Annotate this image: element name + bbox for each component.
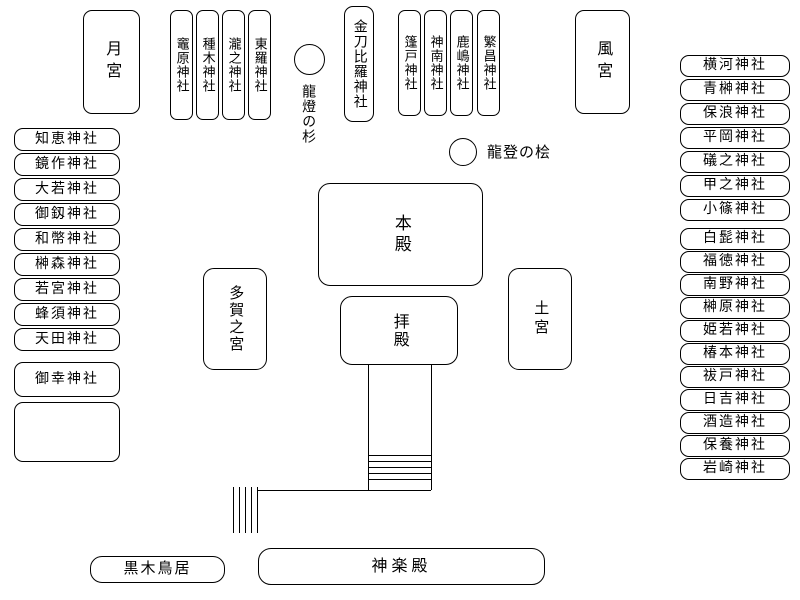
- building-tsuchinomiya: 土宮: [508, 268, 572, 370]
- shrine-box: 榊原神社: [680, 297, 790, 319]
- building-tsukinomiya: 月宮: [83, 10, 140, 114]
- shrine-box: 竈原神社: [170, 10, 193, 120]
- building-honden: 本殿: [318, 183, 483, 286]
- shrine-box: 保浪神社: [680, 103, 790, 125]
- shrine-box: 蜂須神社: [14, 303, 120, 326]
- building-haiden: 拝殿: [340, 296, 458, 365]
- shrine-box: 酒造神社: [680, 412, 790, 434]
- shrine-box: 岩崎神社: [680, 458, 790, 480]
- shrine-box: 甲之神社: [680, 175, 790, 197]
- shrine-box: 福徳神社: [680, 251, 790, 273]
- shrine-box: 椿本神社: [680, 343, 790, 365]
- shrine-box: 和幣神社: [14, 228, 120, 251]
- shrine-box: 青榊神社: [680, 79, 790, 101]
- unlabeled-box: [14, 402, 120, 462]
- shrine-box: 平岡神社: [680, 127, 790, 149]
- shrine-box: 南野神社: [680, 274, 790, 296]
- building-kurokitorii: 黒木鳥居: [90, 556, 225, 583]
- sacred-tree-circle-sugi: [294, 44, 325, 75]
- building-kotohira: 金刀比羅神社: [344, 6, 374, 122]
- shrine-box: 白髭神社: [680, 228, 790, 250]
- shrine-box: 天田神社: [14, 328, 120, 351]
- building-kaguraden: 神楽殿: [258, 548, 545, 585]
- shrine-box: 大若神社: [14, 178, 120, 201]
- shrine-box: 御幸神社: [14, 362, 120, 397]
- sacred-tree-circle-hinoki: [449, 138, 477, 166]
- shrine-box: 鹿嶋神社: [450, 10, 473, 116]
- shrine-box: 榊森神社: [14, 253, 120, 276]
- shrine-box: 篷戸神社: [398, 10, 421, 116]
- shrine-box: 東羅神社: [248, 10, 271, 120]
- shrine-box: 横河神社: [680, 55, 790, 77]
- shrine-box: 御釼神社: [14, 203, 120, 226]
- shrine-box: 神南神社: [424, 10, 447, 116]
- shrine-box: 瀧之神社: [222, 10, 245, 120]
- building-kazenomiya: 風宮: [575, 10, 630, 114]
- shrine-box: 若宮神社: [14, 278, 120, 301]
- ryuto-no-hinoki-label: 龍登の桧: [487, 145, 552, 161]
- shrine-box: 鏡作神社: [14, 153, 120, 176]
- shrine-box: 種木神社: [196, 10, 219, 120]
- shrine-box: 姫若神社: [680, 320, 790, 342]
- shrine-box: 保養神社: [680, 435, 790, 457]
- ryuto-no-sugi-label: 龍燈の杉: [300, 84, 316, 144]
- shrine-box: 日吉神社: [680, 389, 790, 411]
- shrine-box: 繁昌神社: [477, 10, 500, 116]
- shrine-box: 小篠神社: [680, 199, 790, 221]
- shrine-box: 祓戸神社: [680, 366, 790, 388]
- shrine-box: 知恵神社: [14, 128, 120, 151]
- shrine-box: 礒之神社: [680, 151, 790, 173]
- building-taganomiya: 多賀之宮: [203, 268, 267, 370]
